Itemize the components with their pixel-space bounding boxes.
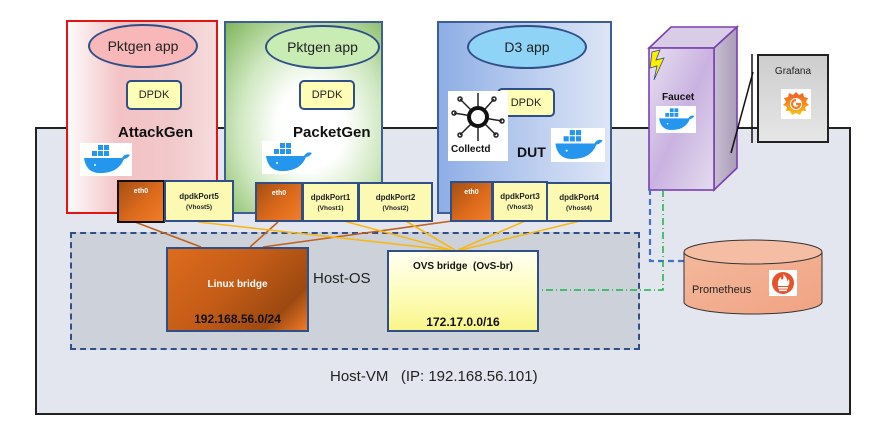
- dpdk-box-attackgen: DPDK: [126, 80, 182, 110]
- ovs-bridge[interactable]: OVS bridge (OvS-br) 172.17.0.0/16: [387, 250, 539, 332]
- port-dpdkport1[interactable]: dpdkPort1(Vhost1): [302, 182, 359, 222]
- host-os-label: Host-OS: [313, 270, 371, 287]
- port-dpdkport5[interactable]: dpdkPort5(Vhost5): [164, 180, 234, 222]
- app-pktgen-packetgen: Pktgen app: [265, 25, 380, 69]
- prometheus-cylinder: [683, 239, 823, 315]
- linux-bridge-label: Linux bridge: [207, 279, 268, 290]
- prometheus-label: Prometheus: [692, 284, 752, 296]
- dpdk-links: [197, 219, 581, 251]
- lightning-icon: [649, 49, 665, 81]
- faucet-label: Faucet: [662, 92, 695, 103]
- app-d3: D3 app: [467, 25, 587, 69]
- host-os-box: [70, 232, 640, 350]
- port-dpdkport2[interactable]: dpdkPort2(Vhost2): [358, 182, 433, 222]
- linux-bridge-subnet: 192.168.56.0/24: [194, 312, 281, 326]
- port-dpdkport3[interactable]: dpdkPort3(Vhost3): [492, 181, 548, 222]
- ovs-bridge-label: OVS bridge (OvS-br): [412, 261, 513, 272]
- container-name-dut: DUT: [517, 144, 546, 160]
- docker-icon: [262, 141, 314, 174]
- port-eth0-packetgen[interactable]: eth0: [255, 182, 303, 222]
- eth-links: [134, 220, 453, 248]
- docker-icon: [656, 106, 696, 133]
- linux-bridge[interactable]: Linux bridge 192.168.56.0/24: [166, 247, 309, 332]
- metrics-link: [539, 190, 664, 291]
- collectd-icon: Collectd: [448, 91, 508, 161]
- port-dpdkport4[interactable]: dpdkPort4(Vhost4): [546, 182, 612, 222]
- collectd-label: Collectd: [451, 144, 491, 155]
- grafana-box[interactable]: Grafana: [757, 54, 829, 143]
- prometheus-icon: [769, 270, 797, 296]
- docker-icon: [80, 143, 132, 176]
- dpdk-box-packetgen: DPDK: [299, 80, 355, 110]
- container-name-packetgen: PacketGen: [293, 124, 371, 141]
- host-vm-label: Host-VM (IP: 192.168.56.101): [330, 368, 538, 385]
- docker-icon: [551, 128, 605, 162]
- grafana-icon: [781, 89, 811, 119]
- grafana-label: Grafana: [774, 66, 812, 77]
- grafana-connector-diagonal: [730, 71, 754, 154]
- app-pktgen-attackgen: Pktgen app: [88, 24, 198, 68]
- container-name-attackgen: AttackGen: [118, 124, 194, 141]
- faucet-link: [648, 188, 684, 263]
- port-eth0-dut[interactable]: eth0: [450, 181, 493, 222]
- ovs-bridge-subnet: 172.17.0.0/16: [426, 315, 500, 329]
- port-eth0-attackgen[interactable]: eth0: [117, 180, 165, 223]
